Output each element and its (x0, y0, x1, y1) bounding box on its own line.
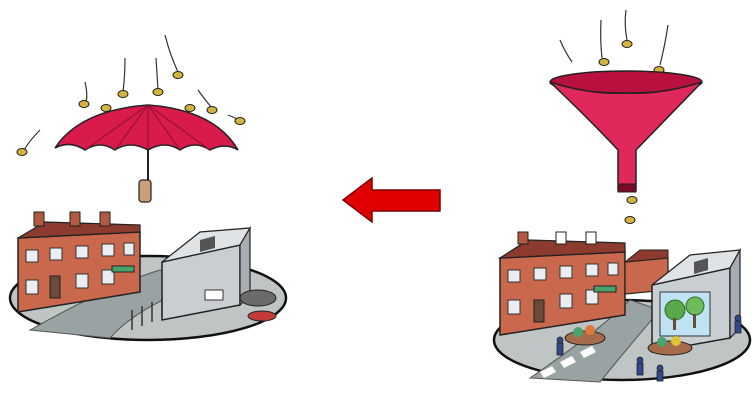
falling-coins-right (560, 10, 668, 65)
umbrella-icon (55, 105, 238, 202)
coin-icon (599, 59, 609, 66)
left-panel (10, 35, 286, 340)
rubbish-pile (240, 290, 276, 306)
funnel-icon (550, 71, 702, 192)
coin-icon (627, 197, 637, 204)
coin-icon (118, 91, 128, 98)
coin-icon (153, 89, 163, 96)
coin-icon (235, 118, 245, 125)
coin-icon (17, 149, 27, 156)
coin-icon (79, 101, 89, 108)
rubbish-item (248, 311, 276, 321)
arrow-left-icon (343, 178, 440, 222)
coin-icon (101, 105, 111, 112)
coin-icon (622, 41, 632, 48)
right-panel (494, 10, 750, 382)
coin-icon (625, 217, 635, 224)
warehouse-left (162, 228, 250, 320)
coin-icon (173, 72, 183, 79)
coin-icon (207, 107, 217, 114)
coin-icon (185, 105, 195, 112)
